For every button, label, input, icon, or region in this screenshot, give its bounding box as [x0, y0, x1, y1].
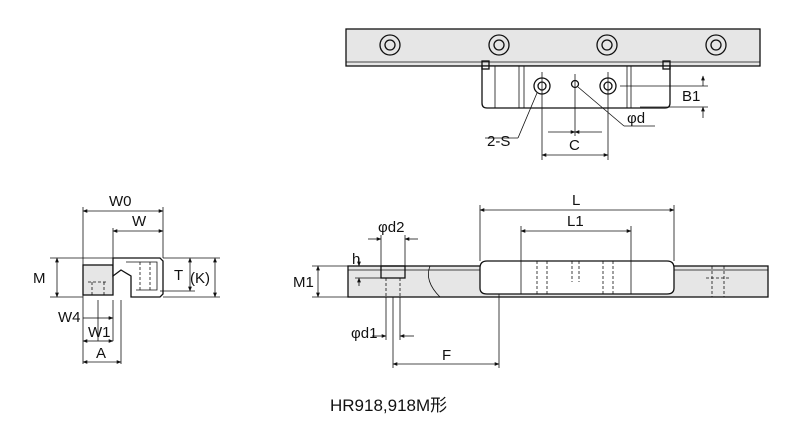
rail-hole	[596, 34, 618, 56]
end-view: W0 W M T (K) W4 W1 A	[33, 193, 220, 364]
label-b1: B1	[682, 88, 700, 105]
label-a: A	[96, 345, 106, 362]
side-view: L L1 φd2 h M1 φd1 F	[293, 192, 769, 368]
label-l: L	[572, 192, 580, 209]
model-caption: HR918,918M形	[330, 396, 447, 415]
label-w: W	[132, 213, 147, 230]
label-t: T	[174, 267, 183, 284]
label-l1: L1	[567, 213, 584, 230]
side-block	[479, 260, 675, 295]
label-w0: W0	[109, 193, 132, 210]
top-rail	[345, 28, 761, 67]
label-m: M	[33, 270, 46, 287]
label-2-s: 2-S	[487, 133, 510, 150]
label-w1: W1	[88, 324, 111, 341]
label-c: C	[569, 137, 580, 154]
label-w4: W4	[58, 309, 81, 326]
label-f: F	[442, 347, 451, 364]
end-rail	[82, 264, 114, 296]
label-phi-d: φd	[627, 110, 645, 127]
label-h: h	[352, 251, 360, 268]
label-phi-d1: φd1	[351, 325, 377, 342]
label-k: (K)	[190, 270, 210, 287]
end-block	[112, 257, 164, 298]
label-phi-d2: φd2	[378, 219, 404, 236]
top-view: B1 φd 2-S C	[345, 28, 761, 160]
rail-hole	[488, 34, 510, 56]
rail-hole	[379, 34, 401, 56]
rail-hole	[705, 34, 727, 56]
label-m1: M1	[293, 274, 314, 291]
